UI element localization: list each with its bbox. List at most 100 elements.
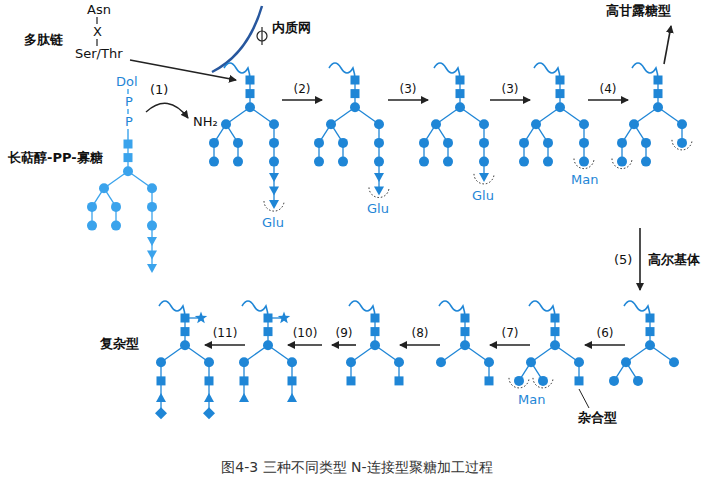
- annotation-label: NH₂: [193, 114, 218, 129]
- glcnac-square: [456, 89, 465, 98]
- glucose-triangle: [147, 264, 157, 273]
- glcnac-square: [646, 314, 655, 323]
- annotation-label: 长萜醇-PP-寡糖: [8, 150, 103, 165]
- mannose-circle: [269, 138, 279, 148]
- mannose-circle: [269, 119, 279, 129]
- mannose-circle: [579, 157, 589, 167]
- mannose-circle: [609, 376, 619, 386]
- removal-mark: [612, 159, 632, 169]
- glcnac-square: [246, 89, 255, 98]
- annotation-label: 高甘露糖型: [606, 3, 671, 18]
- glcnac-square: [124, 153, 133, 162]
- glcnac-square: [371, 314, 380, 323]
- mannose-circle: [111, 221, 121, 231]
- mannose-circle: [629, 119, 639, 129]
- glcnac-square: [551, 327, 560, 336]
- mannose-circle: [147, 183, 157, 193]
- annotation-label: Glu: [472, 188, 494, 203]
- glcnac-square: [654, 76, 663, 85]
- mannose-circle: [617, 157, 627, 167]
- glucose-triangle: [269, 200, 279, 209]
- mannose-circle: [263, 340, 273, 350]
- step-number: (7): [502, 326, 519, 341]
- step-number: (2): [294, 82, 311, 97]
- mannose-circle: [374, 119, 384, 129]
- mannose-circle: [479, 119, 489, 129]
- galactose-triangle: [239, 393, 249, 402]
- removal-mark: [369, 188, 389, 198]
- annotation-label: Glu: [367, 201, 389, 216]
- mannose-circle: [455, 102, 465, 112]
- annotation-label: Glu: [262, 215, 284, 230]
- galactose-triangle: [287, 393, 297, 402]
- mannose-circle: [99, 183, 109, 193]
- mannose-circle: [617, 138, 627, 148]
- mannose-circle: [180, 340, 190, 350]
- glucose-triangle: [269, 187, 279, 196]
- step-arrow: [332, 344, 356, 346]
- mannose-circle: [436, 357, 446, 367]
- mannose-circle: [633, 376, 643, 386]
- glcnac-square: [351, 89, 360, 98]
- mannose-circle: [209, 138, 219, 148]
- mannose-circle: [419, 138, 429, 148]
- glcnac-square: [646, 327, 655, 336]
- mannose-circle: [419, 157, 429, 167]
- removal-mark: [533, 378, 553, 388]
- mannose-circle: [156, 357, 166, 367]
- removal-mark: [474, 174, 494, 184]
- removal-mark: [672, 140, 692, 150]
- mannose-circle: [338, 138, 348, 148]
- annotation-label: 多肽链: [24, 32, 63, 47]
- mannose-circle: [204, 357, 214, 367]
- annotation-label: Man: [518, 392, 545, 407]
- glcnac-square: [395, 376, 404, 385]
- mannose-circle: [531, 119, 541, 129]
- step-arrow: [288, 344, 322, 346]
- glcnac-square: [181, 327, 190, 336]
- mannose-circle: [519, 138, 529, 148]
- mannose-circle: [346, 357, 356, 367]
- mannose-circle: [443, 157, 453, 167]
- glcnac-square: [205, 376, 214, 385]
- mannose-circle: [350, 102, 360, 112]
- step-number: (4): [600, 82, 617, 97]
- step-number: (3): [400, 82, 417, 97]
- step-arrow: [282, 99, 322, 101]
- glcnac-square: [654, 89, 663, 98]
- glcnac-square: [347, 376, 356, 385]
- glucose-triangle: [374, 187, 384, 196]
- glcnac-square: [288, 376, 297, 385]
- step-arrow: [130, 60, 236, 80]
- mannose-circle: [479, 138, 489, 148]
- step-number: (1): [150, 82, 168, 97]
- fucose-star: [278, 312, 290, 324]
- mannose-circle: [87, 202, 97, 212]
- mannose-circle: [314, 138, 324, 148]
- mannose-circle: [579, 119, 589, 129]
- glucose-triangle: [479, 173, 489, 182]
- removal-mark: [264, 201, 284, 211]
- galactose-triangle: [204, 393, 214, 402]
- annotation-label: Ser/Thr: [74, 46, 124, 61]
- mannose-circle: [326, 119, 336, 129]
- glucose-triangle: [147, 251, 157, 260]
- removal-mark: [574, 159, 594, 169]
- mannose-circle: [245, 102, 255, 112]
- glcnac-square: [485, 376, 494, 385]
- mannose-circle: [543, 138, 553, 148]
- glcnac-square: [124, 140, 133, 149]
- removal-mark: [509, 378, 529, 388]
- step-arrow: [490, 344, 530, 346]
- mannose-circle: [555, 102, 565, 112]
- mannose-circle: [579, 138, 589, 148]
- mannose-circle: [147, 221, 157, 231]
- step-number: (3): [502, 82, 519, 97]
- step-arrow: [585, 344, 625, 346]
- glcnac-square: [556, 89, 565, 98]
- glcnac-square: [575, 376, 584, 385]
- mannose-circle: [233, 157, 243, 167]
- mannose-circle: [239, 357, 249, 367]
